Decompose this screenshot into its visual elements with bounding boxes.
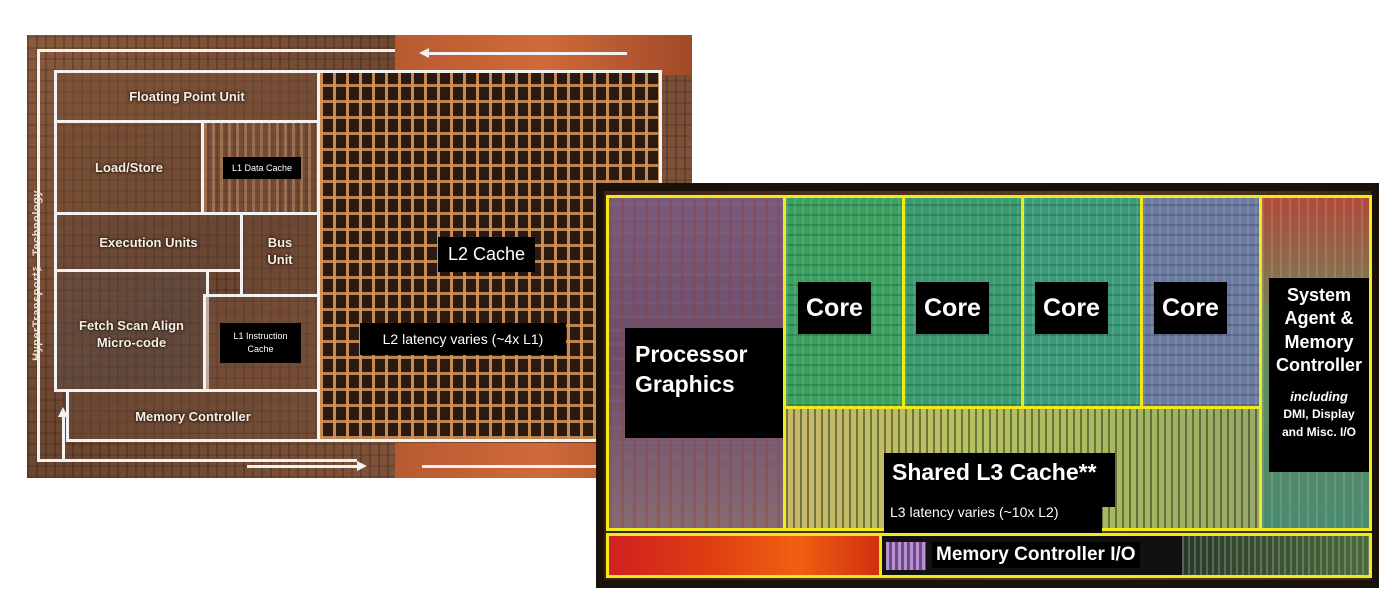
memory-io-strip-left xyxy=(606,533,882,578)
memory-controller-io-label: Memory Controller I/O xyxy=(932,542,1140,568)
l2-latency-text: L2 latency varies (~4x L1) xyxy=(382,331,544,347)
system-agent-label: System Agent & Memory Controller xyxy=(1275,285,1362,376)
hypertransport-label: HyperTransport™ Technology xyxy=(31,189,43,361)
arrow-up-icon xyxy=(58,407,68,417)
bus-unit-block: Bus Unit xyxy=(240,212,320,297)
load-store-label: Load/Store xyxy=(95,160,163,175)
system-agent-label-box: System Agent & Memory Controller includi… xyxy=(1269,278,1369,472)
load-store-block: Load/Store xyxy=(54,120,204,215)
memory-controller-block: Memory Controller xyxy=(66,389,320,442)
fetch-scan-align-block: Fetch Scan Align Micro-code xyxy=(54,269,209,392)
arrow-line-bottom xyxy=(422,465,612,468)
l1-data-cache-block: L1 Data Cache xyxy=(201,120,320,215)
core-region: Core xyxy=(1021,195,1143,409)
arrow-line-top xyxy=(427,52,627,55)
fpu-block: Floating Point Unit xyxy=(54,70,320,123)
l2-latency-label: L2 latency varies (~4x L1) xyxy=(360,323,566,355)
core-region: Core xyxy=(783,195,905,409)
l1-data-cache-label: L1 Data Cache xyxy=(223,157,301,179)
core-label: Core xyxy=(1035,282,1108,334)
execution-units-label: Execution Units xyxy=(99,235,198,250)
arrow-line-up xyxy=(62,415,65,460)
processor-graphics-label: Processor Graphics xyxy=(625,328,795,438)
amd-die-image: HyperTransport™ Technology Floating Poin… xyxy=(27,35,692,478)
hypertransport-label-wrap: HyperTransport™ Technology xyxy=(27,145,47,405)
io-pad-top xyxy=(395,35,692,75)
outer-rail-top xyxy=(37,49,677,52)
bus-unit-label: Bus Unit xyxy=(267,235,293,267)
system-agent-note-italic: including xyxy=(1290,388,1348,404)
l1-instruction-cache-text: L1 Instruction Cache xyxy=(233,331,288,354)
l1-instruction-cache-block: L1 Instruction Cache xyxy=(203,294,320,392)
memory-controller-io-region: Memory Controller I/O xyxy=(879,533,1372,578)
memory-io-pad-cluster xyxy=(886,542,926,570)
system-agent-region: System Agent & Memory Controller includi… xyxy=(1259,195,1372,531)
memory-io-pads xyxy=(1182,536,1369,575)
arrow-left-icon xyxy=(419,48,429,58)
shared-l3-region: Shared L3 Cache** L3 latency varies (~10… xyxy=(783,406,1262,539)
l1-data-cache-text: L1 Data Cache xyxy=(231,163,293,173)
l2-cache-label: L2 Cache xyxy=(438,237,535,272)
arrow-right-icon xyxy=(357,461,367,471)
core-region: Core xyxy=(902,195,1024,409)
intel-die-image: Processor Graphics Core Core Core Core S… xyxy=(596,183,1379,588)
shared-l3-label: Shared L3 Cache** xyxy=(884,453,1115,507)
outer-rail-bottom xyxy=(37,459,357,462)
core-label: Core xyxy=(1154,282,1227,334)
system-agent-note: DMI, Display and Misc. I/O xyxy=(1281,407,1356,440)
memory-controller-label: Memory Controller xyxy=(135,409,251,424)
arrow-line-bottom-mid xyxy=(247,465,357,468)
l2-cache-text: L2 Cache xyxy=(447,244,526,264)
core-label: Core xyxy=(916,282,989,334)
processor-graphics-region: Processor Graphics xyxy=(606,195,795,531)
l3-latency-label: L3 latency varies (~10x L2) xyxy=(884,499,1102,539)
fetch-scan-align-label: Fetch Scan Align Micro-code xyxy=(79,318,184,350)
fpu-label: Floating Point Unit xyxy=(129,89,245,104)
execution-units-block: Execution Units xyxy=(54,212,243,272)
core-label: Core xyxy=(798,282,871,334)
l1-instruction-cache-label: L1 Instruction Cache xyxy=(220,323,301,363)
outer-rail-left xyxy=(37,49,40,459)
core-region: Core xyxy=(1140,195,1262,409)
